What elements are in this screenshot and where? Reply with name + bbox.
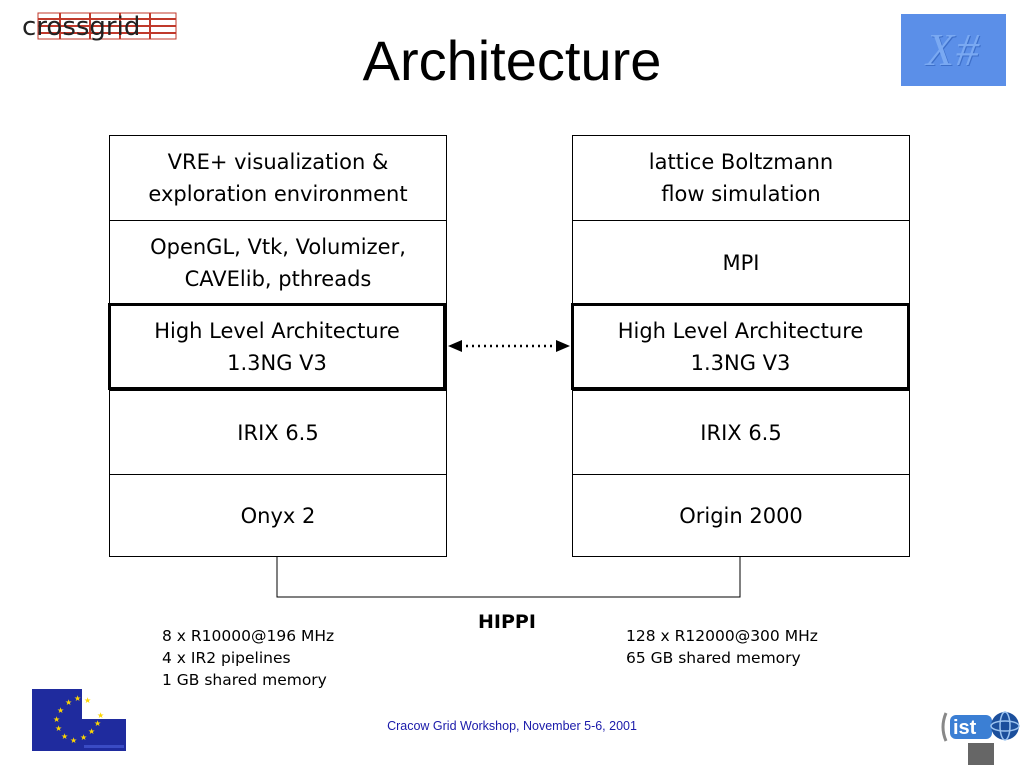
right-layer-hardware: Origin 2000 (573, 474, 909, 557)
left-layer-vre: VRE+ visualization & exploration environ… (148, 150, 408, 206)
svg-text:★: ★ (94, 719, 101, 728)
left-layer-irix: IRIX 6.5 (110, 390, 446, 475)
right-layer-irix: IRIX 6.5 (573, 390, 909, 475)
footer-text: Cracow Grid Workshop, November 5-6, 2001 (387, 719, 637, 733)
page-title: Architecture (362, 29, 662, 92)
right-hardware-specs: 128 x R12000@300 MHz 65 GB shared memory (626, 627, 818, 667)
right-layer-hla: High Level Architecture 1.3NG V3 (571, 303, 910, 390)
right-layer-simulation: lattice Boltzmann flow simulation (648, 150, 834, 206)
xsharp-logo: X# (901, 14, 1006, 86)
svg-text:★: ★ (57, 706, 64, 715)
left-layer-hla: High Level Architecture 1.3NG V3 (108, 303, 446, 390)
svg-text:★: ★ (65, 698, 72, 707)
svg-text:★: ★ (53, 715, 60, 724)
svg-text:★: ★ (88, 727, 95, 736)
hippi-link (276, 556, 741, 598)
svg-text:★: ★ (97, 711, 104, 720)
ist-logo: ist (938, 705, 1024, 768)
hippi-label: HIPPI (478, 611, 536, 633)
xsharp-logo-text: X# (925, 24, 982, 75)
left-hardware-specs: 8 x R10000@196 MHz 4 x IR2 pipelines 1 G… (162, 627, 335, 689)
svg-text:★: ★ (84, 696, 91, 705)
svg-text:★: ★ (61, 732, 68, 741)
left-layer-hardware: Onyx 2 (110, 474, 446, 557)
ist-logo-text: ist (953, 717, 977, 739)
crossgrid-logo-text: crossgrid (22, 12, 140, 42)
left-layer-libraries: OpenGL, Vtk, Volumizer, CAVElib, pthread… (110, 220, 446, 305)
right-layer-mpi: MPI (573, 220, 909, 305)
svg-text:★: ★ (55, 724, 62, 733)
crossgrid-logo: crossgrid (20, 10, 195, 44)
hla-link-arrow (448, 340, 570, 352)
svg-text:★: ★ (80, 733, 87, 742)
svg-text:★: ★ (74, 694, 81, 703)
svg-text:★: ★ (70, 736, 77, 745)
eu-flag-icon: ★★★ ★★★ ★★★ ★★★ (32, 689, 126, 751)
